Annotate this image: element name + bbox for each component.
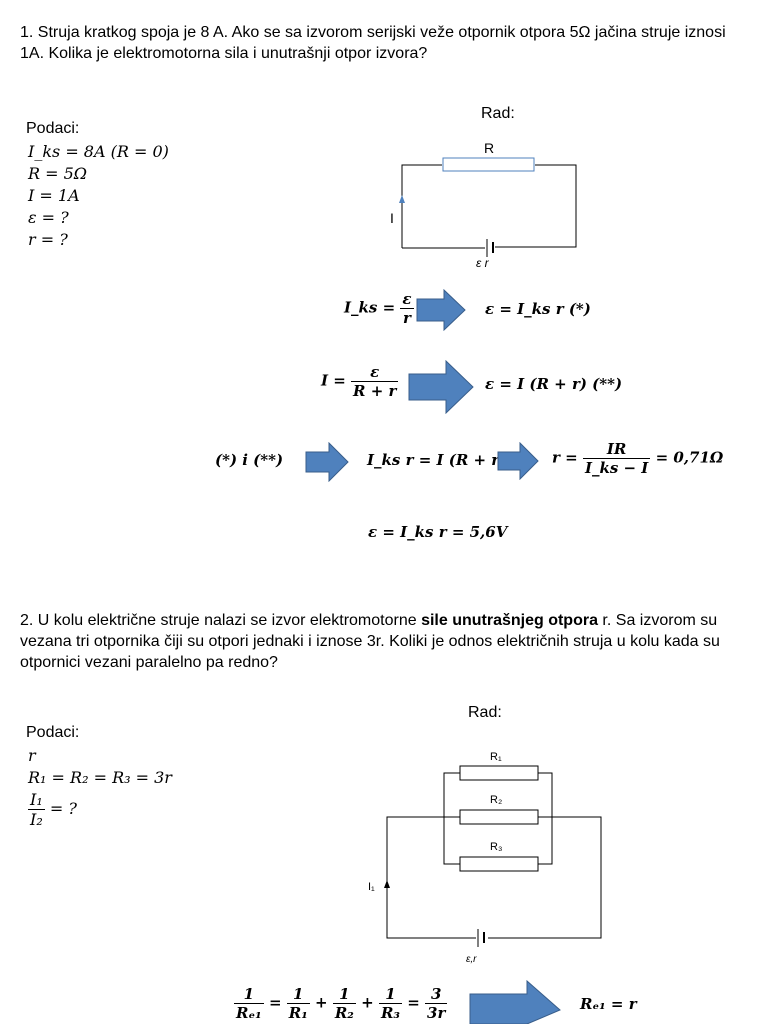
problem-2-circuit: R₁ R₂ R₃ I₁ ε,r: [368, 751, 602, 965]
label-source: ε r: [476, 256, 490, 270]
eq4: ε = I_ks r = 5,6V: [368, 523, 508, 541]
resistor-r1: [459, 765, 539, 781]
arrow-5: [469, 980, 561, 1024]
arrow-4: [497, 442, 539, 480]
label-r: R: [484, 140, 494, 156]
given-r: R = 5Ω: [28, 164, 88, 183]
problem-1-text: 1. Struja kratkog spoja je 8 A. Ako se s…: [20, 24, 726, 62]
label-source2: ε,r: [466, 954, 477, 965]
p2-eq1-rhs: Rₑ₁ = r: [580, 995, 637, 1013]
given-internal-r: r = ?: [28, 230, 68, 249]
given-iks: I_ks = 8A (R = 0): [28, 142, 169, 161]
problem-1-work-label: Rad:: [481, 105, 515, 122]
problem-2-givens-label: Podaci:: [26, 724, 80, 741]
given2-resistors: R₁ = R₂ = R₃ = 3r: [28, 768, 172, 787]
label-r3: R₃: [490, 841, 502, 853]
problem-1-givens-label: Podaci:: [26, 120, 80, 137]
problem-2-text: 2. U kolu električne struje nalazi se iz…: [20, 612, 720, 671]
label-i: I: [390, 210, 394, 226]
resistor-r2: [459, 809, 539, 825]
resistor-r3: [459, 856, 539, 872]
given2-r: r: [28, 746, 36, 765]
arrow-1: [416, 289, 466, 331]
given-emf: ε = ?: [28, 208, 69, 227]
eq2-rhs: ε = I (R + r) (**): [485, 375, 623, 393]
label-i1: I₁: [368, 881, 375, 893]
eq3-b: I_ks r = I (R + r): [367, 451, 507, 469]
eq1-rhs: ε = I_ks r (*): [485, 300, 591, 318]
resistor-r: [442, 157, 535, 172]
given-i: I = 1A: [28, 186, 80, 205]
label-r2: R₂: [490, 794, 502, 806]
problem-2-givens: r R₁ = R₂ = R₃ = 3r: [28, 746, 172, 790]
problem-1-givens: I_ks = 8A (R = 0) R = 5Ω I = 1A ε = ? r …: [28, 142, 169, 252]
label-r1: R₁: [490, 751, 502, 763]
arrow-3: [305, 442, 349, 482]
arrow-2: [408, 360, 474, 414]
eq3-a: (*) i (**): [215, 451, 284, 469]
problem-2-work-label: Rad:: [468, 704, 502, 721]
problem-1-circuit: R I ε r: [390, 140, 577, 270]
